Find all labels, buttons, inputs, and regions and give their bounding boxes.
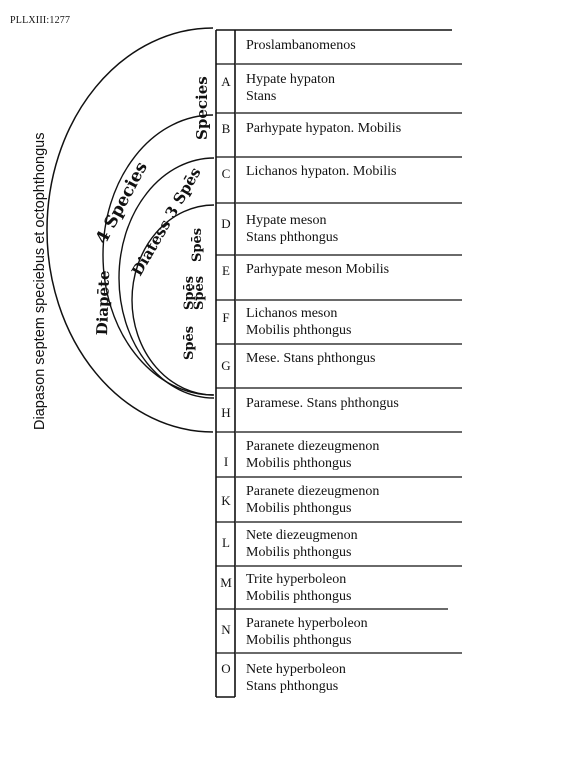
arc-label-species-outer: Species (193, 76, 211, 140)
row-text: Hypate hypaton Stans (246, 71, 335, 105)
row-text: Paranete diezeugmenon Mobilis phthongus (246, 483, 379, 517)
row-letter: G (221, 358, 231, 373)
row-text: Lichanos hypaton. Mobilis (246, 163, 397, 180)
row-line2: Mobilis phthongus (246, 589, 352, 604)
row-line1: Nete diezeugmenon (246, 528, 358, 543)
row-line1: Mese. Stans phthongus (246, 351, 376, 366)
row-letter: B (221, 121, 231, 136)
row-letter: I (223, 454, 229, 469)
arc-label-spes-lower: Spēs (182, 325, 197, 360)
row-line1: Lichanos meson (246, 306, 338, 321)
row-letter: H (221, 405, 231, 420)
row-letter: M (220, 575, 232, 590)
row-line1: Proslambanomenos (246, 38, 356, 53)
row-line1: Paramese. Stans phthongus (246, 396, 399, 411)
row-text: Trite hyperboleon Mobilis phthongus (246, 571, 351, 605)
arc-label-diapente: Diapēte (93, 270, 114, 336)
row-line2: Mobilis phthongus (246, 545, 352, 560)
arc-label-spes-mid: Spēs (192, 275, 207, 310)
row-line1: Paranete hyperboleon (246, 616, 368, 631)
arc-label-spes-upper: Spēs (190, 227, 205, 262)
row-line1: Nete hyperboleon (246, 662, 346, 677)
row-line1: Parhypate hypaton. Mobilis (246, 121, 402, 136)
row-letter: F (222, 310, 230, 325)
row-letter: E (222, 263, 230, 278)
row-line2: Mobilis phthongus (246, 323, 352, 338)
row-letter: A (221, 74, 231, 89)
row-line2: Mobilis phthongus (246, 633, 352, 648)
row-line2: Stans (246, 89, 277, 104)
row-letter: L (222, 535, 230, 550)
row-text: Hypate meson Stans phthongus (246, 212, 338, 246)
row-line1: Hypate meson (246, 213, 327, 228)
row-text: Lichanos meson Mobilis phthongus (246, 305, 351, 339)
row-line1: Hypate hypaton (246, 72, 336, 87)
row-line1: Paranete diezeugmenon (246, 484, 380, 499)
row-line1: Paranete diezeugmenon (246, 439, 380, 454)
row-text: Paranete diezeugmenon Mobilis phthongus (246, 438, 379, 472)
row-letter: O (221, 661, 231, 676)
row-text: Mese. Stans phthongus (246, 350, 376, 367)
row-line2: Stans phthongus (246, 230, 339, 245)
row-line1: Lichanos hypaton. Mobilis (246, 164, 397, 179)
row-text: Paramese. Stans phthongus (246, 395, 399, 412)
row-letter: K (221, 493, 231, 508)
row-line1: Parhypate meson Mobilis (246, 262, 390, 277)
arc-diatessaron-outer (118, 157, 215, 399)
row-line2: Mobilis phthongus (246, 456, 352, 471)
row-text: Paranete hyperboleon Mobilis phthongus (246, 615, 368, 649)
row-text: Nete diezeugmenon Mobilis phthongus (246, 527, 358, 561)
row-text: Nete hyperboleon Stans phthongus (246, 661, 346, 695)
row-text: Parhypate meson Mobilis (246, 261, 389, 278)
row-line1: Trite hyperboleon (246, 572, 347, 587)
row-line2: Mobilis phthongus (246, 501, 352, 516)
row-letter: C (221, 166, 231, 181)
row-letter: D (221, 216, 231, 231)
plate-label: PLLXIII:1277 (10, 15, 71, 26)
row-text: Parhypate hypaton. Mobilis (246, 120, 401, 137)
arc-diapason (46, 27, 214, 433)
row-letter: N (221, 622, 231, 637)
arc-diatessaron-inner (131, 204, 215, 396)
row-line2: Stans phthongus (246, 679, 339, 694)
row-text: Proslambanomenos (246, 37, 356, 54)
